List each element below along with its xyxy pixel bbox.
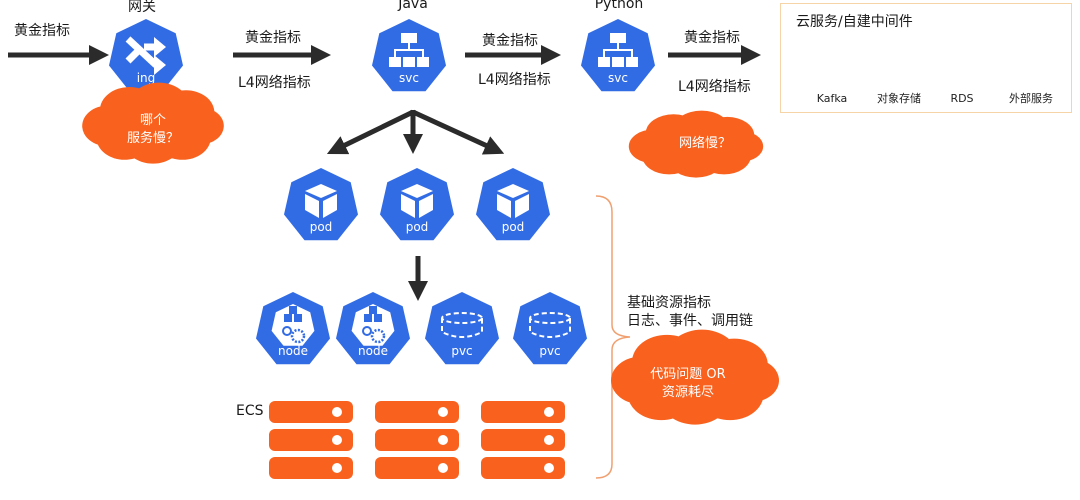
k8s-badge: [380, 168, 454, 241]
k8s-label: pod: [406, 220, 429, 234]
ecs-server: [269, 457, 353, 479]
pod-badge: pod: [476, 168, 550, 241]
node-badge: node: [256, 292, 330, 365]
cloud-which-service: [82, 82, 224, 164]
annotation-line-1: 基础资源指标: [627, 295, 711, 311]
ecs-label: ECS: [236, 403, 264, 419]
java-service-badge: svc: [372, 19, 446, 92]
k8s-badge: [513, 292, 587, 365]
node-badge: node: [336, 292, 410, 365]
gateway-ingress-badge: ing: [109, 19, 183, 92]
k8s-label: svc: [608, 71, 628, 85]
middleware-title: 云服务/自建中间件: [796, 14, 913, 30]
cube-icon: [401, 184, 433, 218]
service-icon: [389, 33, 429, 67]
cloud-line: 哪个: [139, 113, 166, 128]
k8s-label: pod: [502, 220, 525, 234]
volume-icon: [441, 312, 483, 338]
middleware-label-oss: 对象存储: [877, 92, 921, 105]
python-title: Python: [594, 0, 644, 12]
python-cloud-golden-label: 黄金指标: [684, 30, 740, 46]
arrow-java-pod-right: [411, 109, 505, 155]
pvc-badge: pvc: [425, 292, 499, 365]
k8s-badge: [581, 19, 655, 92]
k8s-label: pod: [310, 220, 333, 234]
k8s-label: ing: [137, 71, 156, 85]
resource-annotation: 基础资源指标 日志、事件、调用链: [627, 294, 753, 330]
cube-icon: [305, 184, 337, 218]
brace: [595, 195, 631, 479]
cloud-text-network-slow: 网络慢？: [655, 135, 755, 153]
k8s-label: pvc: [451, 344, 472, 358]
pvc-badge: pvc: [513, 292, 587, 365]
ecs-server: [375, 457, 459, 479]
k8s-label: pvc: [539, 344, 560, 358]
k8s-badge: [284, 168, 358, 241]
ecs-server: [269, 429, 353, 451]
node-icon: [351, 304, 395, 346]
pod-badge: pod: [284, 168, 358, 241]
cloud-network-slow: [628, 110, 764, 178]
k8s-badge: [476, 168, 550, 241]
python-cloud-l4-label: L4网络指标: [678, 79, 751, 95]
middleware-label-kafka: Kafka: [816, 92, 848, 105]
gw-java-l4-label: L4网络指标: [238, 75, 311, 91]
gateway-title: 网关: [128, 0, 156, 15]
middleware-label-external: 外部服务: [1009, 92, 1053, 105]
ecs-server: [481, 457, 565, 479]
cloud-line: 资源耗尽: [661, 385, 714, 400]
java-python-golden-label: 黄金指标: [482, 33, 538, 49]
cloud-line: 代码问题 OR: [650, 367, 726, 382]
annotation-line-2: 日志、事件、调用链: [627, 313, 753, 329]
ecs-server: [375, 401, 459, 423]
gw-java-golden-label: 黄金指标: [245, 30, 301, 46]
cloud-line: 服务慢？: [126, 131, 179, 146]
cloud-line: 网络慢？: [678, 136, 731, 151]
ecs-server: [269, 401, 353, 423]
pod-badge: pod: [380, 168, 454, 241]
k8s-label: node: [278, 344, 308, 358]
service-icon: [598, 33, 638, 67]
k8s-badge: [425, 292, 499, 365]
input-metric-label: 黄金指标: [14, 23, 70, 39]
java-python-l4-label: L4网络指标: [478, 72, 551, 88]
ingress-icon: [125, 36, 166, 75]
middleware-box: [780, 3, 1072, 113]
cube-icon: [497, 184, 529, 218]
cloud-code-issue: [611, 329, 779, 425]
python-service-badge: svc: [581, 19, 655, 92]
ecs-server: [375, 429, 459, 451]
node-icon: [271, 304, 315, 346]
ecs-server: [481, 429, 565, 451]
volume-icon: [529, 312, 571, 338]
k8s-label: svc: [399, 71, 419, 85]
middleware-label-rds: RDS: [950, 92, 974, 105]
cloud-text-code-issue: 代码问题 OR 资源耗尽: [628, 366, 748, 402]
ecs-server: [481, 401, 565, 423]
java-title: Java: [398, 0, 428, 12]
k8s-label: node: [358, 344, 388, 358]
arrow-java-pod-left: [326, 109, 415, 155]
k8s-badge: [372, 19, 446, 92]
cloud-text-which-service: 哪个 服务慢？: [108, 112, 198, 148]
